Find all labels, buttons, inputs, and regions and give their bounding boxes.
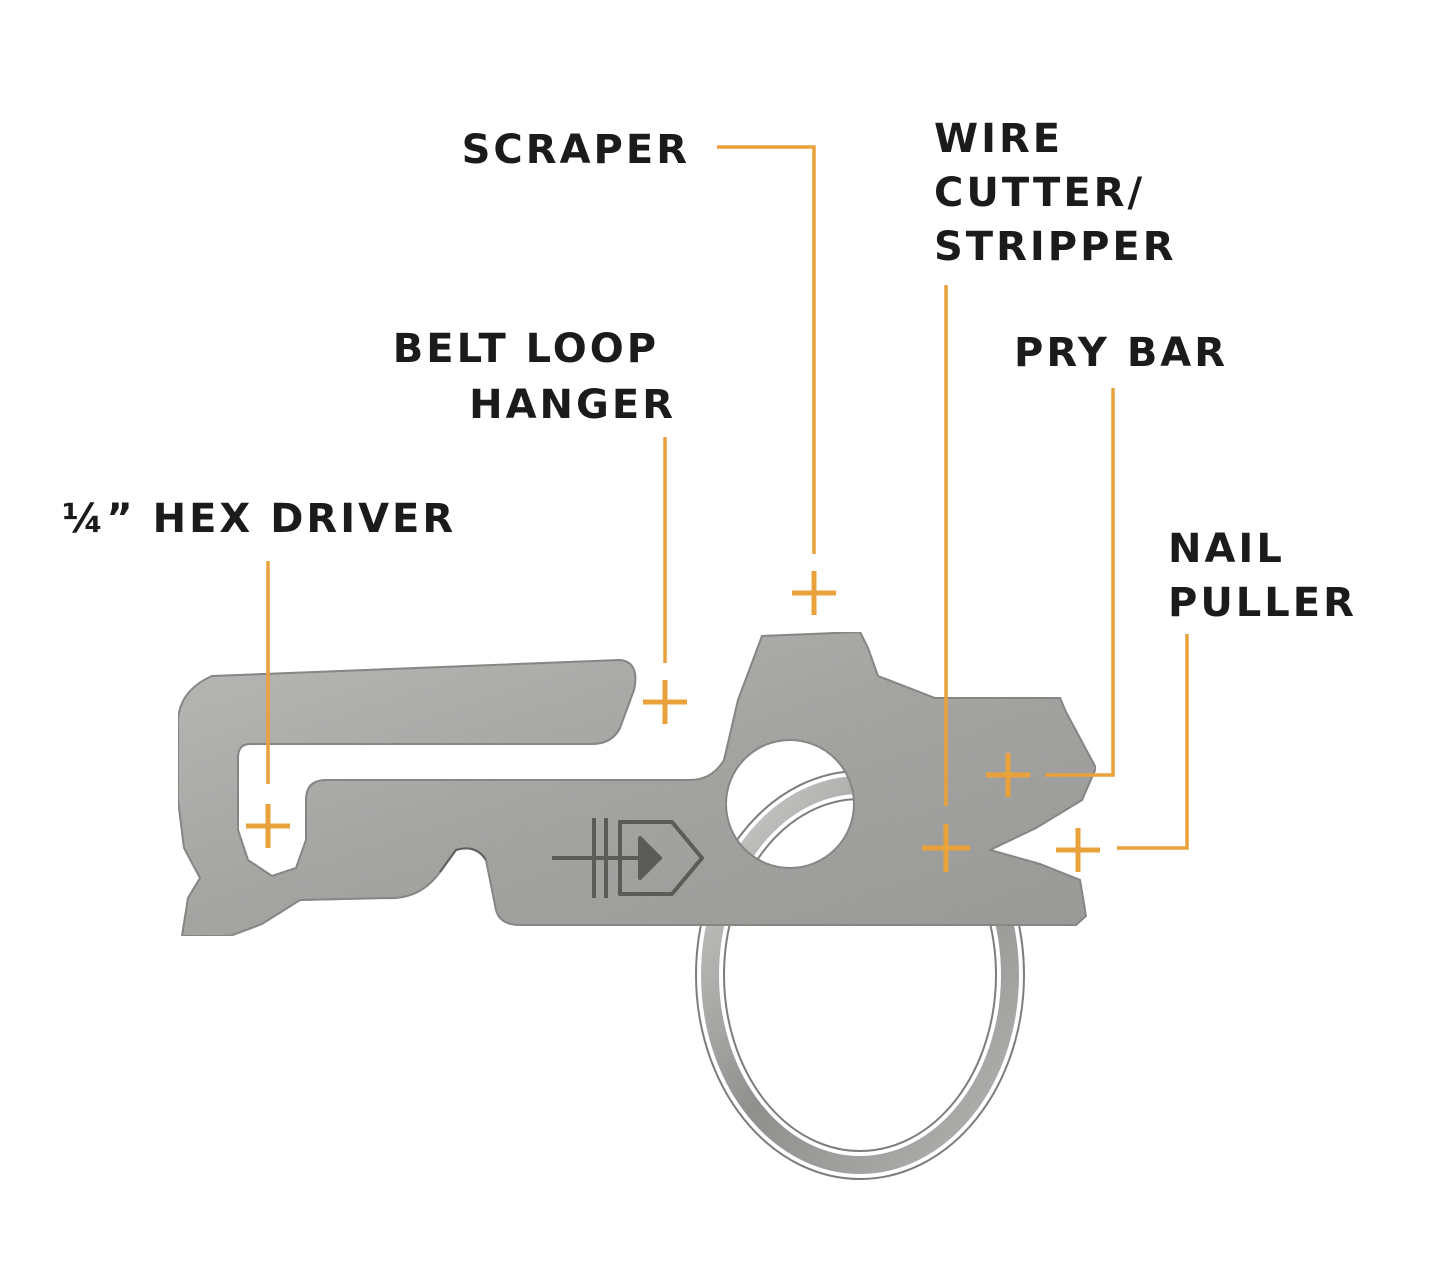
label-pry-bar: PRY BAR bbox=[1014, 330, 1228, 376]
label-belt-loop-hanger: BELT LOOP HANGER bbox=[393, 326, 676, 428]
marker-hex-driver-icon bbox=[246, 804, 290, 848]
leader-scraper bbox=[717, 145, 816, 554]
label-nail-puller: NAIL PULLER bbox=[1168, 526, 1357, 626]
callout-labels: SCRAPER WIRE CUTTER/ STRIPPER BELT LOOP … bbox=[62, 116, 1357, 626]
leader-nail-puller bbox=[1117, 634, 1189, 850]
marker-nail-puller-icon bbox=[1056, 828, 1100, 872]
marker-wire-cutter-stripper-icon bbox=[922, 824, 970, 872]
marker-pry-bar-icon bbox=[986, 753, 1030, 797]
marker-belt-loop-hanger-icon bbox=[643, 680, 687, 724]
label-hex-driver: ¼” HEX DRIVER bbox=[62, 496, 456, 542]
label-scraper: SCRAPER bbox=[462, 127, 690, 173]
gerber-logo-icon bbox=[552, 818, 704, 898]
leader-lines bbox=[266, 145, 1189, 850]
label-wire-cutter-stripper: WIRE CUTTER/ STRIPPER bbox=[934, 116, 1177, 270]
marker-scraper-icon bbox=[792, 571, 836, 615]
leader-pry-bar bbox=[1045, 388, 1115, 777]
multitool-body bbox=[177, 630, 1098, 937]
callout-markers bbox=[246, 571, 1100, 872]
